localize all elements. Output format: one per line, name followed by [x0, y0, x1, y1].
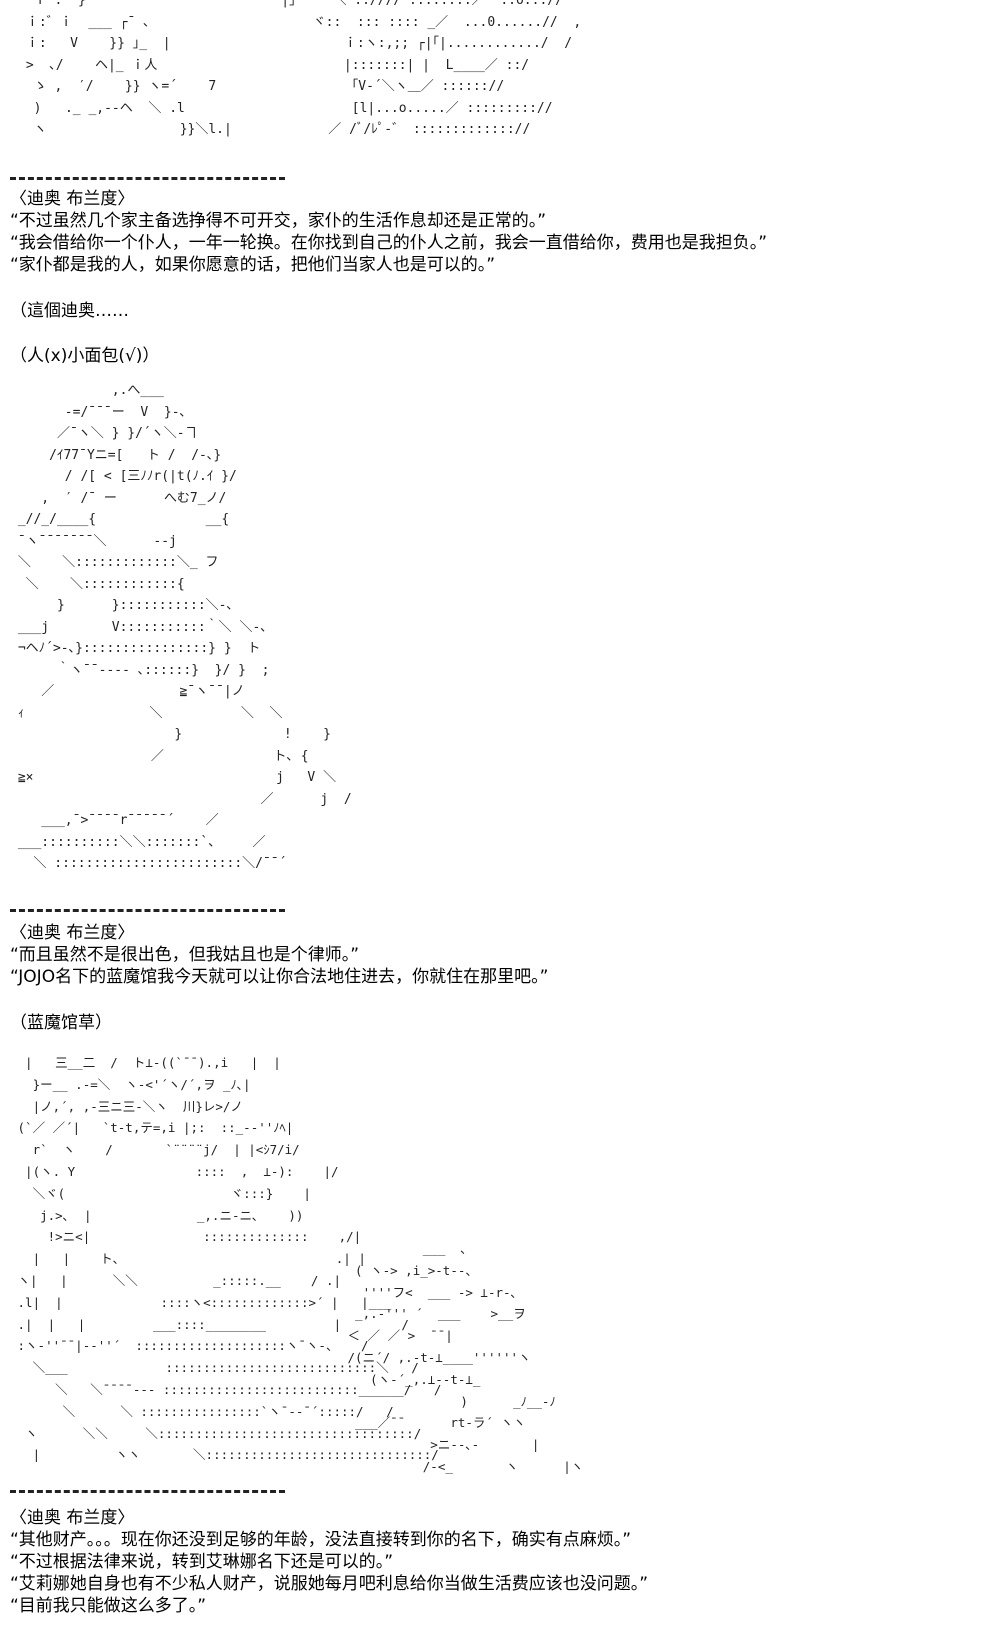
dialogue-line: “而且虽然不是很出色，但我姑且也是个律师。” — [10, 945, 360, 965]
aside-block-3: （蓝魔馆草） — [10, 1012, 980, 1034]
dialogue-line: “目前我只能做这么多了。” — [10, 1596, 207, 1616]
ascii-art-character-figure: ,.へ___ -=/¯¯¯ー V }-､ ／¯ヽ＼ } }/´ヽ＼-ヿ /ｲ77… — [17, 383, 352, 871]
aside-block-1: （這個迪奥…… — [10, 300, 980, 322]
dialogue-block-1: 〈迪奥 布兰度〉 “不过虽然几个家主备选挣得不可开交，家仆的生活作息却还是正常的… — [10, 188, 980, 276]
ascii-art-top-right: |」 ` ＼ :.//// ::::::.:／ ..o...// ヾ:: :::… — [281, 0, 582, 137]
dialogue-block-2: 〈迪奥 布兰度〉 “而且虽然不是很出色，但我姑且也是个律师。” “JOJO名下的… — [10, 922, 980, 988]
section-divider — [10, 177, 285, 180]
dialogue-line: “不过根据法律来说，转到艾琳娜名下还是可以的。” — [10, 1552, 394, 1572]
section-divider — [10, 1490, 285, 1493]
ascii-art-top-left: ｉ : } ｉ:゛ｉ ___ ┌¯ ､ ｉ: V }} ｣_ | > ､/ ヘ|… — [25, 0, 232, 137]
section-divider — [10, 909, 285, 912]
speaker-name: 〈迪奥 布兰度〉 — [10, 189, 135, 209]
speaker-name: 〈迪奥 布兰度〉 — [10, 1508, 135, 1528]
dialogue-line: “家仆都是我的人，如果你愿意的话，把他们当家人也是可以的。” — [10, 255, 496, 275]
aside-line: （人(x)小面包(√)） — [10, 346, 160, 366]
ascii-art-lower-figure: | 三__二 / ト⊥-((`¯¯).,i | | }ー__ .-=＼ ヽ-<'… — [17, 1055, 442, 1463]
dialogue-line: “其他财产。。。现在你还没到足够的年龄，没法直接转到你的名下，确实有点麻烦。” — [10, 1530, 632, 1550]
aside-block-2: （人(x)小面包(√)） — [10, 345, 980, 367]
aside-line: （蓝魔馆草） — [10, 1013, 112, 1033]
dialogue-line: “我会借给你一个仆人，一年一轮换。在你找到自己的仆人之前，我会一直借给你，费用也… — [10, 233, 768, 253]
dialogue-line: “JOJO名下的蓝魔馆我今天就可以让你合法地住进去，你就住在那里吧。” — [10, 967, 549, 987]
dialogue-line: “艾莉娜她自身也有不少私人财产，说服她每月吧利息给你当做生活费应该也没问题。” — [10, 1574, 649, 1594]
ascii-art-lower-small-figure: ___ ､ ( ヽ-> ,i_>-t--、 ''''フ< ___ -> ⊥-r-… — [347, 1241, 584, 1474]
dialogue-block-3: 〈迪奥 布兰度〉 “其他财产。。。现在你还没到足够的年龄，没法直接转到你的名下，… — [10, 1507, 980, 1617]
aside-line: （這個迪奥…… — [10, 301, 129, 321]
dialogue-line: “不过虽然几个家主备选挣得不可开交，家仆的生活作息却还是正常的。” — [10, 211, 547, 231]
speaker-name: 〈迪奥 布兰度〉 — [10, 923, 135, 943]
